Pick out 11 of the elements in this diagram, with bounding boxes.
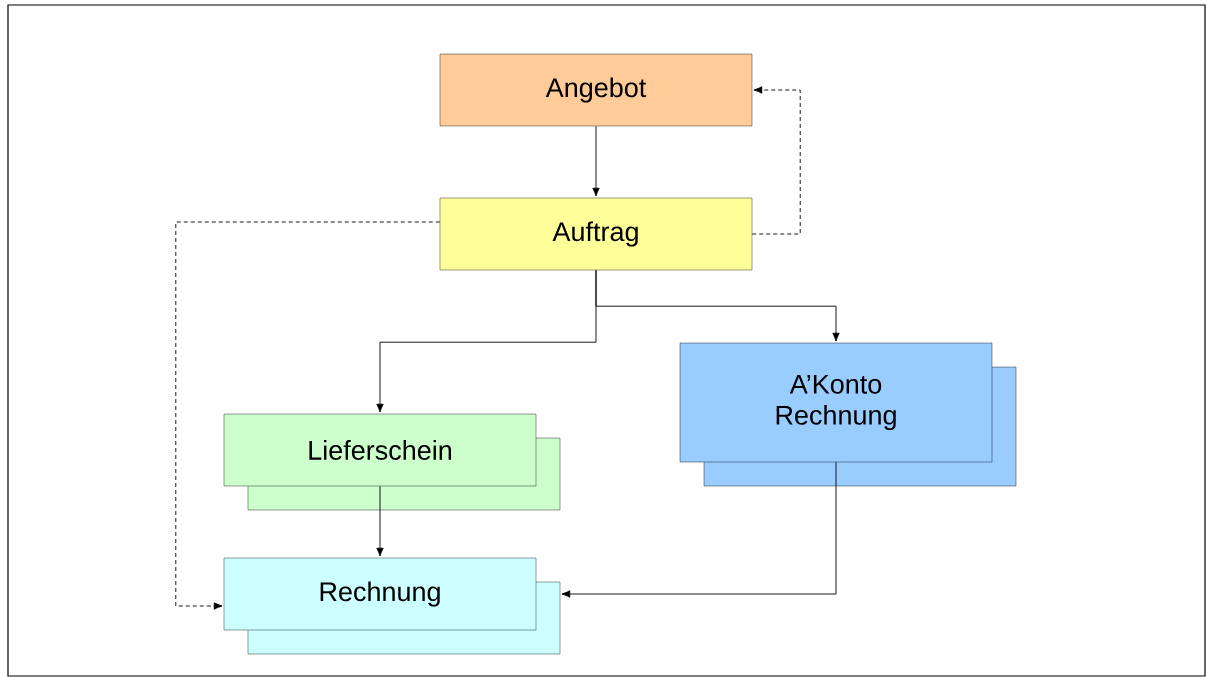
document-stack-drawing: A’Konto Rechnung [679, 342, 1017, 487]
arrow [561, 461, 837, 598]
document-box: Angebot [439, 53, 753, 127]
arrow [175, 221, 441, 610]
document-box: Auftrag [439, 197, 753, 271]
arrow [595, 269, 840, 342]
arrow [376, 485, 384, 557]
arrow [751, 86, 801, 235]
document-stack-drawing: Rechnung [223, 557, 561, 655]
arrow [592, 125, 600, 197]
document-stack-drawing: Lieferschein [223, 413, 561, 511]
